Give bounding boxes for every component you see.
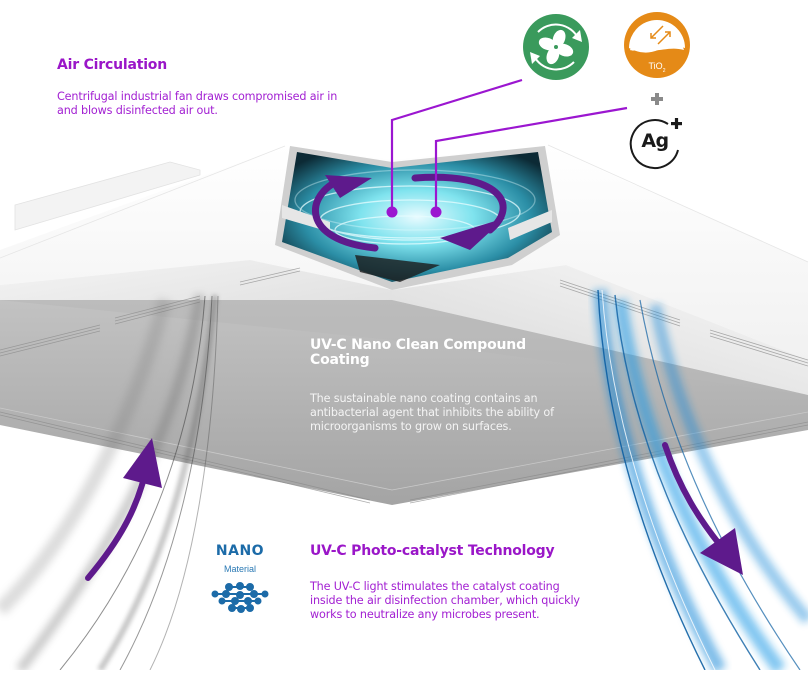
tio2-badge [624, 12, 690, 78]
plus-icon [651, 93, 663, 105]
nano-logo-word: NANO [215, 543, 265, 559]
rotation-arrow-left [312, 176, 379, 252]
nano-coating-body: The sustainable nano coating contains an… [310, 392, 554, 433]
nano-molecule-icon [211, 582, 269, 613]
photo-catalyst-body: The UV-C light stimulates the catalyst c… [310, 580, 580, 621]
air-circulation-title: Air Circulation [57, 57, 167, 73]
air-circulation-body: Centrifugal industrial fan draws comprom… [57, 90, 338, 117]
tio2-formula: TiO [648, 61, 663, 71]
leader-line-catalyst [434, 106, 628, 212]
tio2-subscript: 2 [662, 67, 666, 74]
silver-ion-icon [629, 118, 682, 170]
vent-slats [0, 267, 808, 504]
leader-line-fan [390, 78, 523, 212]
photo-catalyst-title: UV-C Photo-catalyst Technology [310, 543, 555, 559]
tio2-label: TiO2 [637, 61, 677, 74]
nano-logo-sub: Material [223, 564, 256, 574]
mount-bracket [14, 161, 201, 231]
leader-dot-catalyst [430, 206, 442, 218]
outflow-arrow [662, 442, 723, 548]
silver-ion-label: Ag [641, 130, 669, 152]
fan-badge [523, 14, 589, 80]
nano-coating-title: UV-C Nano Clean Compound Coating [310, 337, 526, 368]
outflow-airflow [593, 289, 808, 674]
leader-dot-fan [386, 206, 398, 218]
